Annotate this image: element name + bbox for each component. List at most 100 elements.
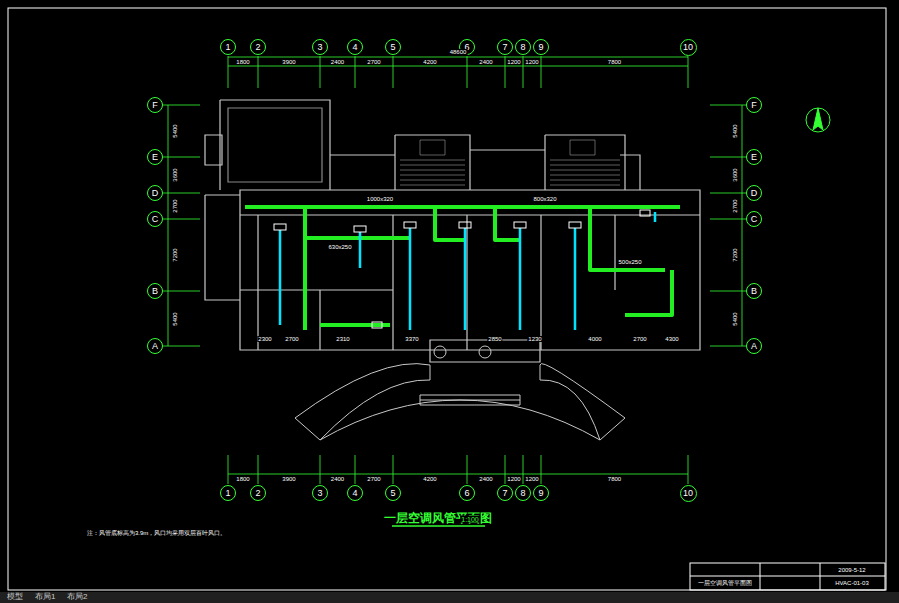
diffusers-part [274, 224, 286, 230]
axis-number: 4 [352, 43, 357, 52]
axis-number: 3 [317, 43, 322, 52]
supply-duct-part [495, 207, 520, 240]
compass-part [806, 108, 830, 132]
dimension-lines-part [228, 56, 688, 88]
axis-number: 2 [255, 43, 260, 52]
axis-number: 4 [352, 489, 357, 498]
diffusers-part [459, 222, 471, 228]
plan-annotation: 模型 [6, 593, 24, 601]
plan-annotation: 7200 [732, 247, 738, 262]
building-walls-part [545, 135, 625, 190]
stairs-part [550, 160, 620, 185]
dimension-lines-part [742, 105, 743, 346]
axis-bubble: 2 [250, 485, 266, 501]
dimension-lines-part [162, 105, 200, 346]
axis-bubble: A [147, 338, 163, 354]
dimension-lines-part [228, 66, 688, 67]
axis-number: 3 [317, 489, 322, 498]
diffusers-part [372, 322, 382, 328]
plan-annotation: 7200 [172, 247, 178, 262]
stairs [400, 140, 620, 185]
entrance-canopy-part [540, 364, 625, 440]
axis-number: 10 [683, 43, 693, 52]
plan-annotation: 2400 [330, 59, 345, 65]
axis-bubble: D [147, 185, 163, 201]
plan-annotation: 2850 [487, 336, 502, 342]
axis-bubble: 3 [312, 485, 328, 501]
plan-annotation: 4000 [587, 336, 602, 342]
plan-annotation: 2310 [335, 336, 350, 342]
axis-bubble: 5 [385, 39, 401, 55]
stairs-part [420, 140, 595, 155]
branch-duct-part [519, 228, 522, 330]
axis-bubble: 6 [459, 485, 475, 501]
axis-bubble: C [746, 211, 762, 227]
building-walls-part [330, 155, 640, 190]
plan-annotation: 1230 [527, 336, 542, 342]
axis-bubble: 8 [515, 485, 531, 501]
axis-number: E [751, 153, 757, 162]
supply-duct-part [600, 205, 680, 209]
axis-bubble: 9 [533, 39, 549, 55]
axis-bubble: 9 [533, 485, 549, 501]
building-walls-part [430, 340, 540, 362]
axis-bubble: 4 [347, 485, 363, 501]
plan-annotation: 2700 [732, 198, 738, 213]
diffusers-part [514, 222, 526, 228]
axis-bubble: A [746, 338, 762, 354]
axis-number: 1 [225, 43, 230, 52]
axis-number: 5 [390, 489, 395, 498]
stairs-part [400, 160, 465, 185]
plan-annotation: 1000x320 [366, 196, 394, 202]
axis-bubble: F [746, 97, 762, 113]
dimension-lines-part [228, 474, 688, 475]
plan-annotation: 5400 [732, 311, 738, 326]
plan-annotation: 3900 [281, 476, 296, 482]
building-walls-part [240, 214, 700, 215]
plan-annotation: 5400 [172, 311, 178, 326]
axis-number: D [152, 189, 159, 198]
axis-bubble: C [147, 211, 163, 227]
plan-annotation: 布局1 [34, 593, 56, 601]
compass-part [813, 108, 823, 130]
diffusers [274, 210, 650, 328]
plan-annotation: 500x250 [617, 259, 642, 265]
entrance-canopy [295, 346, 625, 440]
branch-duct-part [359, 232, 362, 268]
plan-annotation: 3600 [172, 167, 178, 182]
plan-annotation: 一层空调风管平面图 [697, 580, 753, 586]
plan-annotation: 7800 [607, 59, 622, 65]
plan-annotation: 2009-5-12 [837, 567, 866, 573]
plan-annotation: 48600 [449, 49, 468, 55]
plan-annotation: 2700 [366, 59, 381, 65]
title-underline [392, 525, 485, 527]
plan-annotation: 2400 [478, 59, 493, 65]
plan-annotation: 1800 [235, 59, 250, 65]
plan-annotation: 5400 [172, 123, 178, 138]
axis-bubble: 4 [347, 39, 363, 55]
axis-bubble: E [147, 149, 163, 165]
diffusers-part [640, 210, 650, 216]
branch-duct-part [464, 228, 467, 330]
sheet-frame-part [690, 576, 885, 577]
dimension-lines-part [710, 105, 748, 346]
axis-number: 8 [520, 489, 525, 498]
plan-annotation: 2700 [172, 198, 178, 213]
axis-number: A [751, 342, 757, 351]
axis-number: 10 [683, 489, 693, 498]
plan-annotation: 1200 [506, 476, 521, 482]
supply-duct-part [245, 205, 600, 209]
axis-bubble: 7 [497, 485, 513, 501]
axis-number: 7 [502, 489, 507, 498]
building-walls-part [228, 108, 322, 182]
entrance-canopy-part [479, 346, 491, 358]
tab-bar [0, 592, 899, 603]
diffusers-part [404, 222, 416, 228]
plan-annotation: HVAC-01-03 [834, 580, 870, 586]
axis-number: 9 [538, 43, 543, 52]
dimension-lines [162, 56, 748, 484]
building-walls [205, 100, 700, 362]
axis-number: F [751, 101, 757, 110]
dimension-lines-part [228, 57, 688, 58]
